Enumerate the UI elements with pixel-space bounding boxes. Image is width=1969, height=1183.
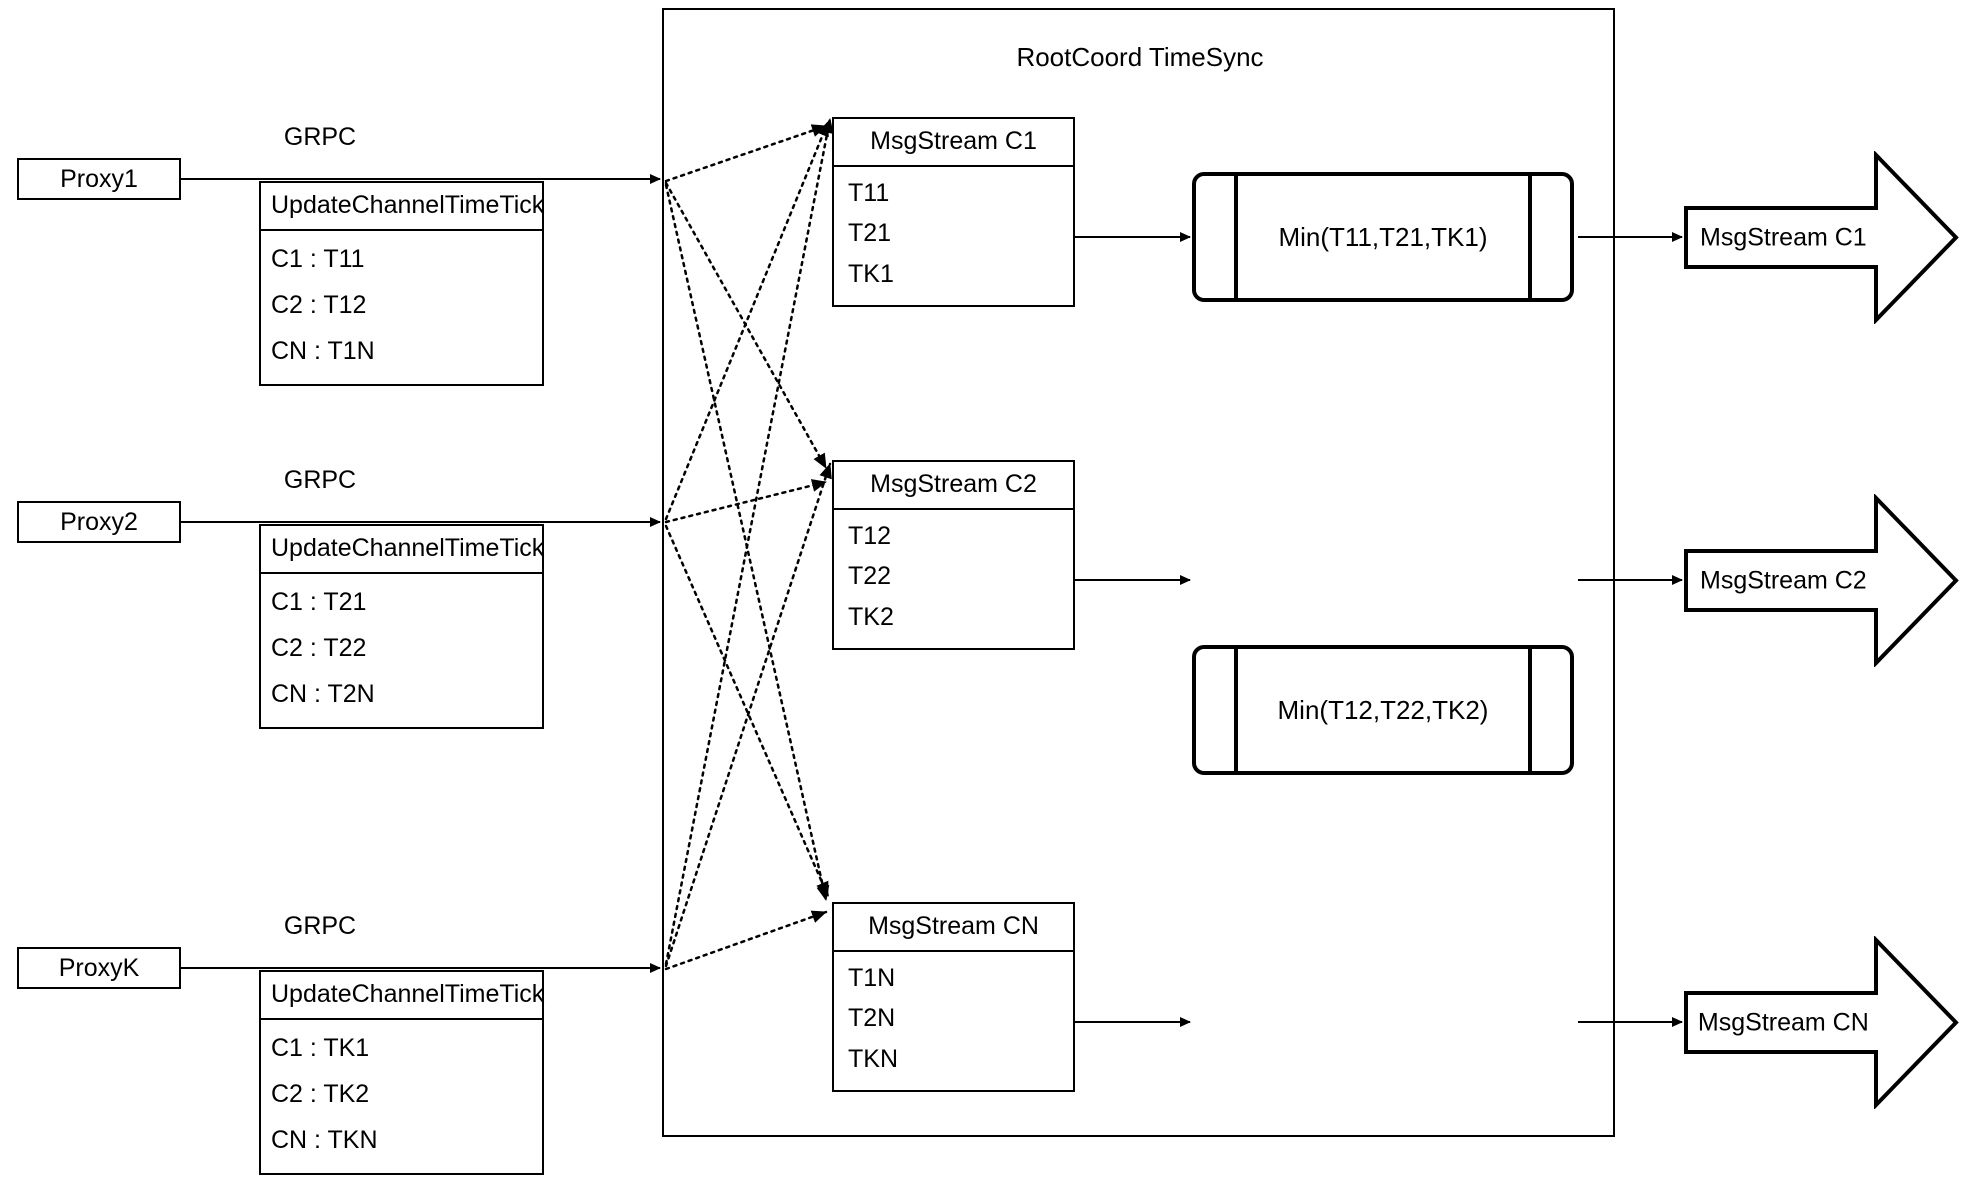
uct-row: C1 : TK1 bbox=[271, 1034, 370, 1063]
msgstream-rows: T1N T2N TKN bbox=[834, 952, 1073, 1090]
process-right-bar bbox=[1528, 176, 1532, 298]
msgstream-box-c2: MsgStream C2 T12 T22 TK2 bbox=[832, 460, 1075, 650]
min-label: Min(T11,T21,TK1) bbox=[1278, 221, 1488, 252]
output-label: MsgStream CN bbox=[1697, 1008, 1869, 1036]
msgstream-row: T2N bbox=[848, 1004, 896, 1033]
proxy-box-2[interactable]: Proxy2 bbox=[17, 501, 181, 543]
output-block-arrow-cn: MsgStream CN bbox=[1684, 936, 1960, 1109]
uct-title: UpdateChannelTimeTick bbox=[261, 972, 544, 1020]
uct-row: C1 : T11 bbox=[271, 245, 365, 274]
proxy-box-1[interactable]: Proxy1 bbox=[17, 158, 181, 200]
msgstream-row: TK2 bbox=[848, 603, 894, 632]
uct-title: UpdateChannelTimeTick bbox=[261, 526, 544, 574]
msgstream-box-cn: MsgStream CN T1N T2N TKN bbox=[832, 902, 1075, 1092]
msgstream-title: MsgStream CN bbox=[834, 904, 1073, 952]
uct-title: UpdateChannelTimeTick bbox=[261, 183, 544, 231]
proxy-label: Proxy1 bbox=[60, 164, 138, 193]
proxy-label: ProxyK bbox=[58, 953, 140, 982]
proxy-box-k[interactable]: ProxyK bbox=[17, 947, 181, 989]
uct-row: CN : TKN bbox=[271, 1125, 378, 1154]
block-arrow-shape bbox=[1684, 936, 1959, 1109]
output-block-arrow-c1: MsgStream C1 bbox=[1684, 151, 1960, 324]
uct-row: CN : T2N bbox=[271, 679, 375, 708]
min-process-c1: Min(T11,T21,TK1) bbox=[1192, 172, 1574, 302]
msgstream-row: TK1 bbox=[848, 260, 894, 289]
msgstream-row: T11 bbox=[848, 178, 890, 207]
block-arrow-shape bbox=[1684, 151, 1959, 324]
min-label: Min(T12,T22,TK2) bbox=[1277, 694, 1489, 725]
output-label: MsgStream C1 bbox=[1700, 223, 1867, 251]
msgstream-row: T12 bbox=[848, 521, 892, 550]
uct-row: C2 : TK2 bbox=[271, 1079, 370, 1108]
rootcoord-timesync-boundary bbox=[662, 8, 1615, 1137]
msgstream-title: MsgStream C1 bbox=[834, 119, 1073, 167]
process-left-bar bbox=[1234, 176, 1238, 298]
grpc-label-2: GRPC bbox=[283, 466, 357, 494]
proxy-label: Proxy2 bbox=[60, 507, 138, 536]
msgstream-row: T1N bbox=[848, 963, 896, 992]
min-process-c2: Min(T12,T22,TK2) bbox=[1192, 645, 1574, 775]
process-left-bar bbox=[1234, 649, 1238, 771]
boundary-title: RootCoord TimeSync bbox=[1016, 42, 1264, 72]
msgstream-rows: T12 T22 TK2 bbox=[834, 510, 1073, 648]
process-right-bar bbox=[1528, 649, 1532, 771]
update-channel-timetick-table-k: UpdateChannelTimeTick C1 : TK1 C2 : TK2 … bbox=[259, 970, 544, 1175]
msgstream-row: T22 bbox=[848, 562, 892, 591]
update-channel-timetick-table-1: UpdateChannelTimeTick C1 : T11 C2 : T12 … bbox=[259, 181, 544, 386]
block-arrow-shape bbox=[1684, 494, 1959, 667]
uct-rows: C1 : T21 C2 : T22 CN : T2N bbox=[261, 574, 542, 727]
msgstream-title: MsgStream C2 bbox=[834, 462, 1073, 510]
grpc-label-1: GRPC bbox=[283, 123, 357, 151]
msgstream-row: TKN bbox=[848, 1045, 898, 1074]
uct-row: CN : T1N bbox=[271, 336, 375, 365]
msgstream-box-c1: MsgStream C1 T11 T21 TK1 bbox=[832, 117, 1075, 307]
uct-rows: C1 : TK1 C2 : TK2 CN : TKN bbox=[261, 1020, 542, 1173]
uct-row: C2 : T22 bbox=[271, 633, 367, 662]
uct-row: C2 : T12 bbox=[271, 290, 367, 319]
grpc-label-k: GRPC bbox=[283, 912, 357, 940]
update-channel-timetick-table-2: UpdateChannelTimeTick C1 : T21 C2 : T22 … bbox=[259, 524, 544, 729]
uct-rows: C1 : T11 C2 : T12 CN : T1N bbox=[261, 231, 542, 384]
msgstream-rows: T11 T21 TK1 bbox=[834, 167, 1073, 305]
msgstream-row: T21 bbox=[848, 219, 892, 248]
output-label: MsgStream C2 bbox=[1700, 566, 1867, 594]
uct-row: C1 : T21 bbox=[271, 588, 367, 617]
output-block-arrow-c2: MsgStream C2 bbox=[1684, 494, 1960, 667]
